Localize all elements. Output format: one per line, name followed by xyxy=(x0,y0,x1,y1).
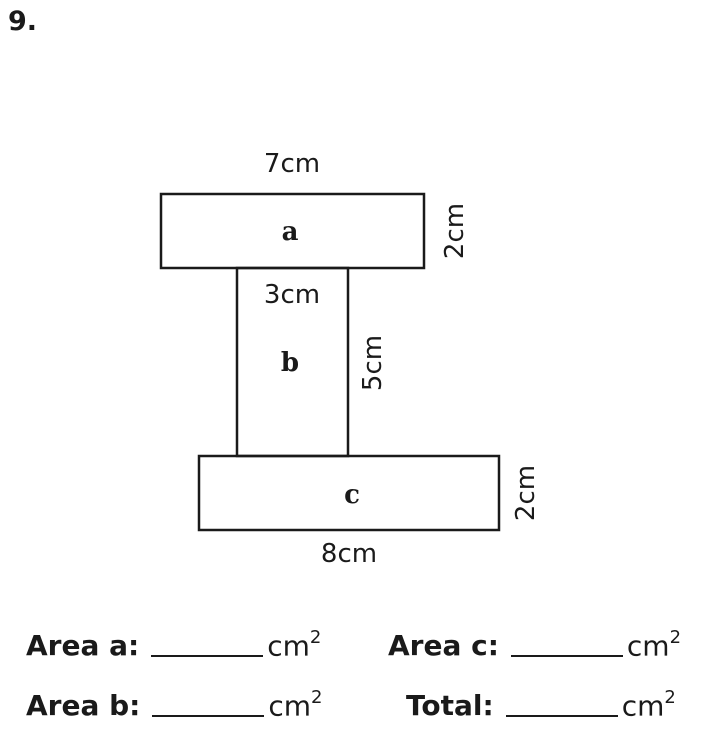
answer-label-area-b: Area b: xyxy=(26,689,141,722)
dimension-a-height: 2cm xyxy=(440,203,470,259)
answer-label-area-c: Area c: xyxy=(388,629,499,662)
answer-row-area-c: Area c: cm2 xyxy=(388,622,681,662)
shape-label-a: a xyxy=(282,217,299,247)
question-number: 9. xyxy=(8,6,38,37)
dimension-b-width: 3cm xyxy=(264,280,320,310)
dimension-c-width: 8cm xyxy=(321,539,377,569)
answer-row-total: Total: cm2 xyxy=(406,682,676,722)
answer-row-area-b: Area b: cm2 xyxy=(26,682,322,722)
answer-row-area-a: Area a: cm2 xyxy=(26,622,321,662)
answer-unit-area-c: cm2 xyxy=(626,626,682,662)
answer-blank-area-c[interactable] xyxy=(510,655,623,657)
dimension-b-height: 5cm xyxy=(358,335,388,391)
answer-label-total: Total: xyxy=(406,689,494,722)
answer-unit-total: cm2 xyxy=(621,686,676,722)
answer-label-area-a: Area a: xyxy=(26,629,140,662)
answer-unit-area-b: cm2 xyxy=(268,686,323,722)
answer-blank-area-b[interactable] xyxy=(152,715,265,717)
dimension-c-height: 2cm xyxy=(511,465,541,521)
rectangle-c xyxy=(197,454,501,532)
shape-label-b: b xyxy=(281,348,299,378)
dimension-a-width: 7cm xyxy=(264,149,320,179)
answer-blank-total[interactable] xyxy=(505,715,618,717)
shape-label-c: c xyxy=(344,480,360,510)
answer-blank-area-a[interactable] xyxy=(151,655,264,657)
answer-unit-area-a: cm2 xyxy=(267,626,322,662)
